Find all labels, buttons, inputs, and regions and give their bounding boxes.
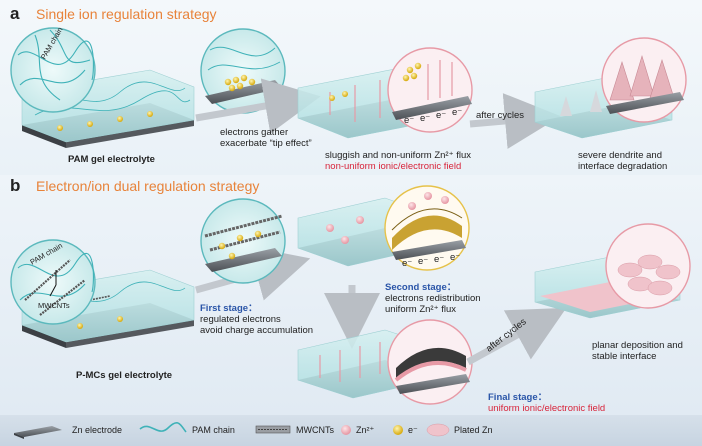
step3-line1: severe dendrite and bbox=[578, 150, 662, 161]
first-stage-title: First stage： bbox=[200, 303, 258, 314]
step3-line2: interface degradation bbox=[578, 161, 668, 172]
final-stage-line: uniform ionic/electronic field bbox=[488, 403, 606, 414]
pam-gel-electrolyte-label: PAM gel electrolyte bbox=[68, 154, 155, 165]
legend-electron: e⁻ bbox=[408, 425, 418, 435]
electron-gather-inset bbox=[200, 28, 286, 114]
panel-b-title: Electron/ion dual regulation strategy bbox=[36, 178, 260, 194]
second-stage-title: Second stage： bbox=[385, 282, 457, 293]
arrow-a1 bbox=[195, 78, 321, 134]
electron-label-b1: e⁻ bbox=[402, 258, 413, 269]
electron-label-b3: e⁻ bbox=[434, 254, 445, 265]
step1-line1: electrons gather bbox=[220, 127, 289, 138]
after-cycles-a: after cycles bbox=[476, 110, 525, 121]
legend-zn-electrode: Zn electrode bbox=[72, 425, 123, 435]
pmcs-gel-electrolyte-label: P-MCs gel electrolyte bbox=[76, 370, 173, 381]
legend-zn2: Zn²⁺ bbox=[356, 425, 375, 435]
panel-a-title: Single ion regulation strategy bbox=[36, 6, 217, 22]
result-line1: planar deposition and bbox=[592, 340, 683, 351]
panel-b-letter: b bbox=[10, 176, 21, 195]
arrow-b2 bbox=[466, 307, 567, 366]
first-stage-inset bbox=[200, 198, 286, 284]
electron-label-2: e⁻ bbox=[420, 113, 431, 124]
final-stage-title: Final stage： bbox=[488, 392, 548, 403]
legend-bar bbox=[0, 415, 702, 446]
pam-chain-inset bbox=[10, 27, 96, 113]
dendrite-inset bbox=[601, 37, 687, 123]
pmcs-inset bbox=[10, 239, 96, 325]
result-line2: stable interface bbox=[592, 351, 657, 362]
legend-plated-zn: Plated Zn bbox=[454, 425, 493, 435]
nonuniform-field-inset bbox=[387, 47, 473, 133]
electron-label-1: e⁻ bbox=[404, 115, 415, 126]
step1-line2: exacerbate “tip effect” bbox=[220, 138, 312, 149]
pmcs-inset-mwcnt-label: MWCNTs bbox=[38, 301, 70, 310]
first-stage-line1: regulated electrons bbox=[200, 314, 281, 325]
electron-label-3: e⁻ bbox=[436, 110, 447, 121]
legend-pam-chain: PAM chain bbox=[192, 425, 235, 435]
step2-line2: non-uniform ionic/electronic field bbox=[325, 161, 462, 172]
electron-label-4: e⁻ bbox=[452, 107, 463, 118]
legend-mwcnts: MWCNTs bbox=[296, 425, 334, 435]
second-stage-inset bbox=[384, 185, 470, 271]
first-stage-line2: avoid charge accumulation bbox=[200, 325, 314, 336]
arrow-a2 bbox=[469, 93, 561, 149]
step2-line1: sluggish and non-uniform Zn²⁺ flux bbox=[325, 150, 472, 161]
second-stage-line2: uniform Zn²⁺ flux bbox=[385, 304, 457, 315]
final-stage-inset bbox=[387, 319, 473, 405]
electron-label-b2: e⁻ bbox=[418, 256, 429, 267]
second-stage-line1: electrons redistribution bbox=[385, 293, 481, 304]
planar-deposition-inset bbox=[605, 223, 691, 309]
panel-a-letter: a bbox=[10, 4, 20, 23]
electron-label-b4: e⁻ bbox=[450, 252, 461, 263]
